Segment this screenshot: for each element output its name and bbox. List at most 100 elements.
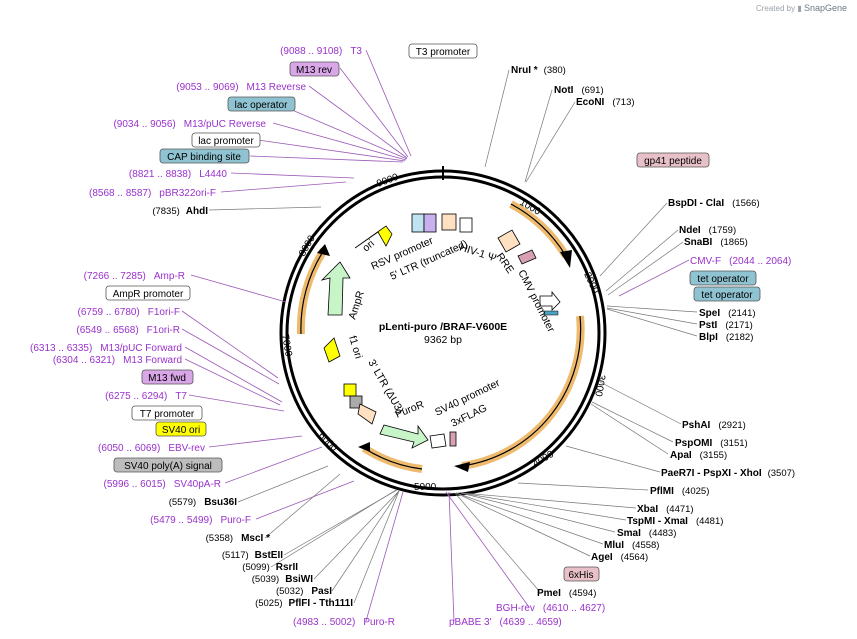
ampr-arrow (320, 261, 351, 316)
enzyme-label: NruI *(380) (511, 65, 566, 76)
rre-block (497, 229, 521, 253)
left-enzyme-labels: (7835)AhdI (5579)Bsu36I (5358)MscI * (51… (152, 206, 353, 609)
ori-arrow (354, 225, 393, 249)
boxed-feature-tet-operator-2: tet operator (693, 286, 761, 302)
arc-arrow-head-4 (317, 244, 330, 256)
boxed-feature-tet-operator-1: tet operator (689, 270, 757, 286)
enzyme-label: PmeI(4594) (537, 588, 596, 599)
svg-text:T3 promoter: T3 promoter (416, 47, 471, 58)
scale-tick-label: 7000 (279, 334, 294, 358)
rre2-block (517, 249, 537, 265)
f1-ori-arrow (323, 337, 341, 363)
leader-lines (181, 49, 690, 622)
svg-text:SV40 ori: SV40 ori (162, 425, 200, 436)
flag-block (449, 431, 457, 447)
feature-label-hiv-psi: HIV-1 Ψ (458, 241, 498, 264)
boxed-feature-sv40-polya: SV40 poly(A) signal (113, 457, 223, 473)
boxed-feature-sv40-ori: SV40 ori (155, 421, 207, 437)
enzyme-label: PspOMI(3151) (675, 438, 748, 449)
scale-tick-label: 5000 (414, 482, 437, 493)
enzyme-label: (5579)Bsu36I (169, 497, 237, 508)
enzyme-label: (5025)PflFI - Tth111I (255, 598, 353, 609)
enzyme-label: AgeI(4564) (591, 552, 648, 563)
primer-label: (5479 .. 5499)Puro-F (150, 515, 251, 526)
sv40-ori-block (343, 383, 357, 397)
boxed-feature-m13-rev: M13 rev (289, 61, 340, 77)
psi2-block (459, 217, 473, 233)
enzyme-label: NdeI(1759) (679, 225, 736, 236)
enzyme-label: (7835)AhdI (152, 206, 208, 217)
primer-label: (4983 .. 5002)Puro-R (293, 617, 395, 628)
psi-block (441, 213, 457, 231)
enzyme-label: SmaI(4483) (617, 528, 676, 539)
svg-text:CAP binding site: CAP binding site (167, 152, 241, 163)
boxed-feature-6xhis: 6xHis (563, 566, 600, 582)
credit-brand: SnapGene (803, 3, 847, 13)
svg-text:6xHis: 6xHis (568, 570, 593, 581)
enzyme-label: BlpI(2182) (699, 332, 753, 343)
primer-label: (9088 .. 9108)T3 (280, 46, 362, 57)
primer-label: CMV-F(2044 .. 2064) (690, 256, 791, 267)
enzyme-label: BspDI - ClaI(1566) (668, 198, 760, 209)
primer-label: (9053 .. 9069)M13 Reverse (176, 82, 306, 93)
primer-label: (5996 .. 6015)SV40pA-R (103, 479, 221, 490)
primer-label: (6050 .. 6069)EBV-rev (98, 443, 205, 454)
enzyme-label: (5099)RsrII (242, 562, 298, 573)
svg-text:lac promoter: lac promoter (198, 136, 254, 147)
primer-label: (6304 .. 6321)M13 Forward (53, 355, 182, 366)
enzyme-label: (5032)PasI (276, 586, 332, 597)
cmv-arrow (539, 290, 561, 311)
boxed-feature-lac-operator: lac operator (227, 96, 296, 112)
enzyme-label: ApaI(3155) (670, 450, 727, 461)
feature-label-ampr: AmpR (346, 289, 367, 321)
boxed-feature-cap-binding-site: CAP binding site (159, 148, 250, 164)
svg-text:T7 promoter: T7 promoter (140, 409, 195, 420)
boxed-feature-t7-promoter: T7 promoter (131, 405, 203, 421)
credit-prefix: Created by (755, 4, 796, 13)
arc-braf-main-line (461, 315, 582, 467)
svg-text:tet operator: tet operator (701, 290, 753, 301)
arc-left-feature-line (300, 249, 325, 335)
feature-label-rre: RRE (494, 251, 517, 276)
svg-text:SV40 poly(A) signal: SV40 poly(A) signal (124, 461, 212, 472)
boxed-feature-lac-promoter: lac promoter (191, 132, 261, 148)
primer-label: BGH-rev(4610 .. 4627) (496, 603, 605, 614)
arc-braf-insert-line (510, 203, 567, 257)
snapgene-credit: Created by ▮ SnapGene (756, 3, 847, 13)
boxed-feature-m13-fwd: M13 fwd (141, 369, 194, 385)
enzyme-label: TspMI - XmaI(4481) (627, 516, 723, 527)
enzyme-label: SpeI(2141) (699, 308, 756, 319)
right-enzyme-labels: NruI *(380) NotI(691) EcoNI(713) BspDI -… (511, 65, 795, 599)
inner-features (320, 213, 561, 449)
enzyme-label: NotI(691) (554, 85, 604, 96)
primer-label: (9034 .. 9056)M13/pUC Reverse (113, 119, 266, 130)
svg-text:gp41 peptide: gp41 peptide (644, 156, 702, 167)
ltr5-block (423, 213, 437, 233)
puror-arrow (379, 424, 429, 449)
enzyme-label: PflMI(4025) (650, 486, 709, 497)
primer-label: pBABE 3'(4639 .. 4659) (449, 617, 562, 628)
primer-label: (6275 .. 6294)T7 (105, 391, 187, 402)
primer-label: (6313 .. 6335)M13/pUC Forward (30, 343, 182, 354)
feature-label-f1-ori: f1 ori (346, 334, 364, 360)
svg-text:M13 fwd: M13 fwd (148, 373, 186, 384)
enzyme-label: PaeR7I - PspXI - XhoI(3507) (661, 468, 795, 479)
enzyme-label: XbaI(4471) (637, 504, 694, 515)
feature-label-ori: ori (360, 238, 377, 255)
boxed-feature-ampr-promoter: AmpR promoter (105, 285, 191, 301)
enzyme-label: (5358)MscI * (206, 533, 270, 544)
enzyme-label: PstI(2171) (699, 320, 753, 331)
enzyme-label: PshAI(2921) (682, 420, 746, 431)
scale-tick-label: 6000 (316, 430, 340, 454)
enzyme-label: (5117)BstEII (222, 550, 283, 561)
svg-text:AmpR promoter: AmpR promoter (113, 289, 184, 300)
enzyme-label: SnaBI(1865) (684, 237, 748, 248)
primer-labels: (9088 .. 9108)T3 (9053 .. 9069)M13 Rever… (30, 46, 791, 628)
primer-label: (8821 .. 8838)L4440 (129, 169, 228, 180)
tet-block (543, 310, 559, 316)
ltr-block (357, 403, 377, 425)
primer-label: (7266 .. 7285)Amp-R (84, 271, 185, 282)
primer-label: (8568 .. 8587)pBR322ori-F (89, 188, 216, 199)
enzyme-leader-lines (208, 69, 698, 604)
